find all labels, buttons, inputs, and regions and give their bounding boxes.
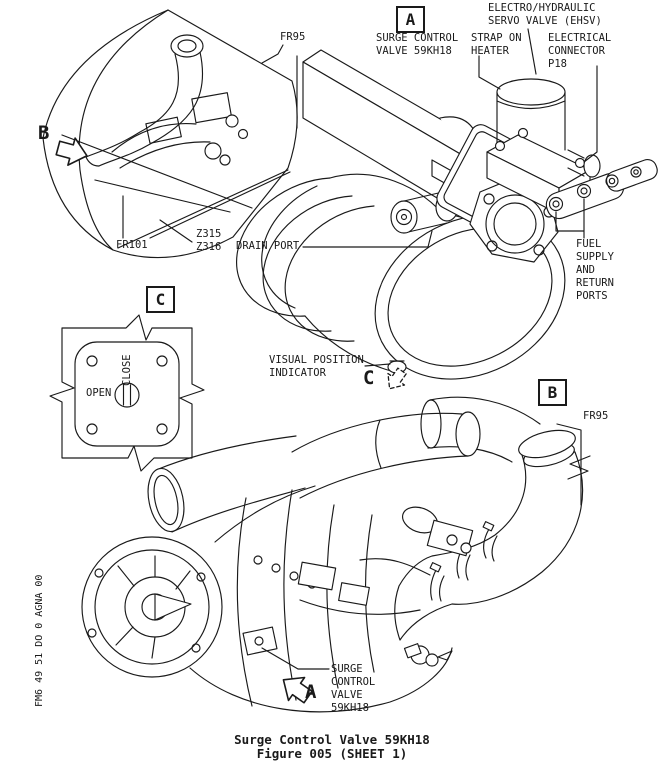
label-ehsv: ELECTRO/HYDRAULIC SERVO VALVE (EHSV) (488, 2, 602, 27)
view-a-direction-arrow (282, 676, 313, 704)
indicator-plate-view (49, 314, 205, 472)
label-visual-position-indicator: VISUAL POSITION INDICATOR (269, 354, 364, 379)
view-a-letter: A (305, 681, 317, 703)
label-drain-port: DRAIN PORT (236, 240, 300, 252)
valve-detail-view (236, 28, 658, 380)
label-open: OPEN (86, 387, 112, 399)
label-surge-valve-b: SURGE CONTROL VALVE 59KH18 (331, 663, 376, 714)
label-fr95-bottom: FR95 (583, 410, 609, 422)
detail-b-marker: B (538, 379, 567, 406)
label-fr95-top: FR95 (280, 31, 306, 43)
view-c-letter: C (363, 367, 375, 389)
label-zones: Z315 Z316 (196, 228, 222, 253)
view-c-direction-arrow (387, 367, 407, 390)
label-fr101: FR101 (116, 239, 148, 251)
label-surge-valve-a: SURGE CONTROL VALVE 59KH18 (376, 32, 459, 57)
label-strap-on-heater: STRAP ON HEATER (471, 32, 522, 57)
view-b-letter: B (38, 122, 50, 144)
engine-view (81, 396, 591, 713)
view-b-direction-arrow (55, 137, 88, 166)
cowling-view (42, 9, 298, 259)
figure-number: Figure 005 (SHEET 1) (256, 746, 408, 761)
label-electrical-connector: ELECTRICAL CONNECTOR P18 (548, 32, 612, 70)
document-stamp-code: FM6 49 51 DO 0 AGNA 00 (34, 574, 45, 707)
detail-a-marker: A (396, 6, 425, 33)
detail-c-marker: C (146, 286, 175, 313)
figure-title: Surge Control Valve 59KH18 (234, 732, 430, 747)
label-close: CLOSE (121, 354, 133, 386)
label-fuel-ports: FUEL SUPPLY AND RETURN PORTS (576, 238, 614, 302)
